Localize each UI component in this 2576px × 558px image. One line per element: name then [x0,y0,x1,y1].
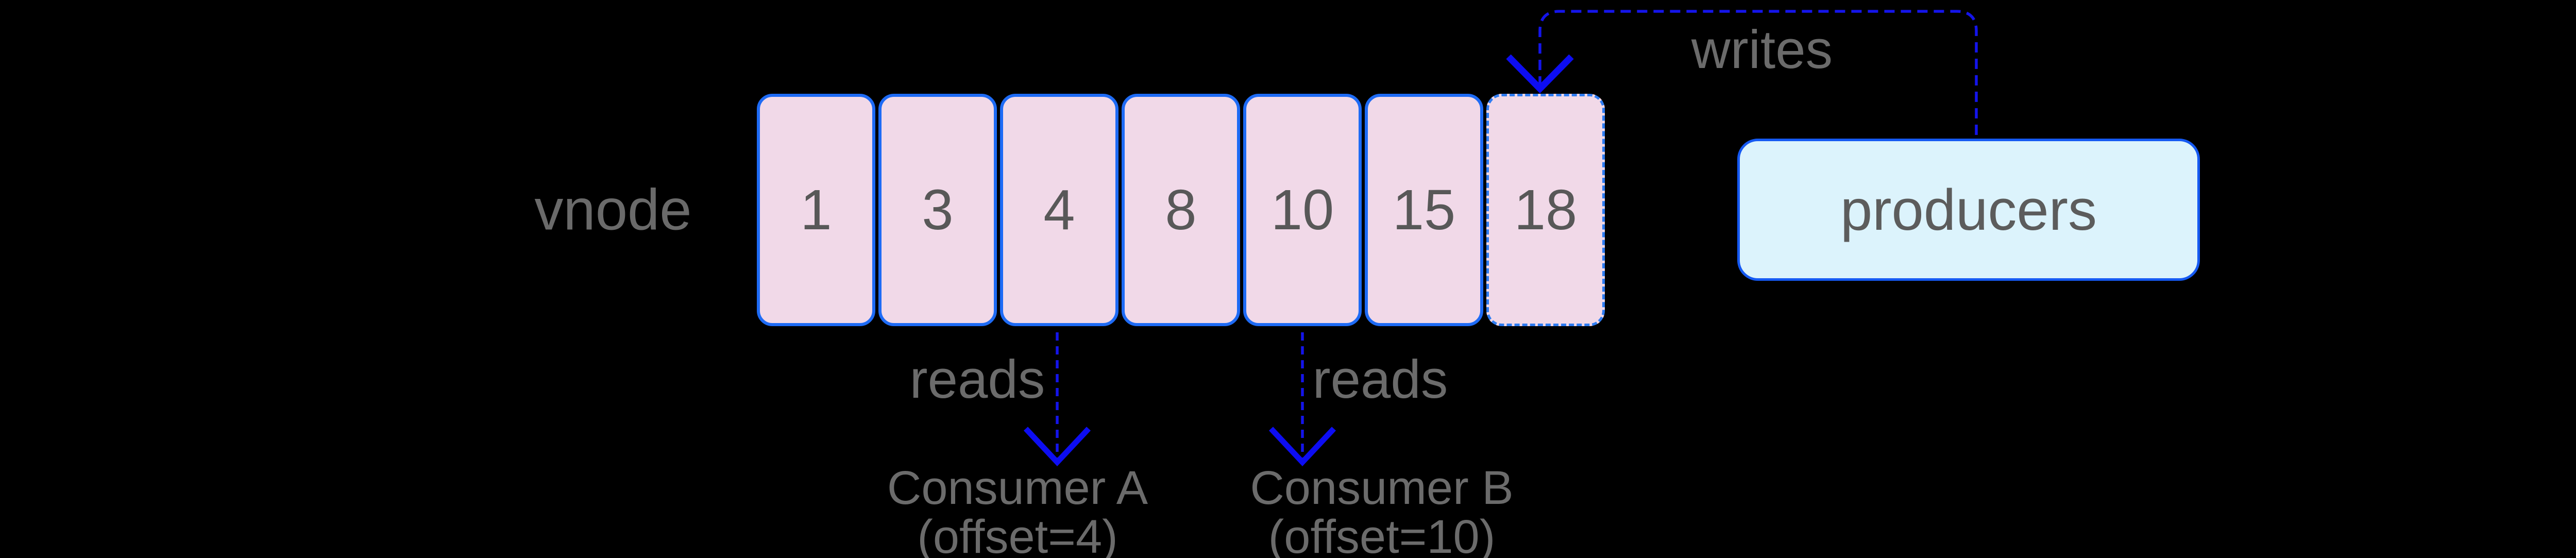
log-cell-value: 8 [1165,178,1197,242]
log-cell: 3 [878,94,997,326]
log-cell: 18 [1486,94,1605,326]
consumer-b-label: Consumer B (offset=10) [1250,464,1513,558]
log-cell-value: 1 [800,178,832,242]
producers-box: producers [1737,139,2200,281]
vnode-label: vnode [534,177,692,242]
log-cell-value: 15 [1392,178,1456,242]
log-cell-value: 18 [1514,178,1578,242]
consumer-a-name: Consumer A [887,462,1148,514]
producers-label: producers [1840,177,2097,242]
reads-a-arrowhead-icon [1023,427,1091,467]
log-cell: 4 [1000,94,1118,326]
consumer-b-name: Consumer B [1250,462,1514,514]
writes-label: writes [1691,20,1833,80]
consumer-a-label: Consumer A (offset=4) [887,464,1148,558]
log-cell: 1 [757,94,875,326]
log-cell-value: 4 [1043,178,1075,242]
consumer-b-offset: (offset=10) [1268,511,1496,558]
vnode-cells-row: 1 3 4 8 10 15 18 [757,94,1605,326]
log-cell-value: 3 [922,178,954,242]
log-cell-value: 10 [1270,178,1334,242]
log-cell: 8 [1122,94,1240,326]
reads-b-label: reads [1312,349,1448,410]
log-cell: 10 [1243,94,1362,326]
consumer-a-offset: (offset=4) [917,511,1118,558]
writes-arrowhead-icon [1506,54,1574,94]
log-cell: 15 [1365,94,1483,326]
reads-a-label: reads [909,349,1045,410]
reads-b-arrowhead-icon [1268,427,1336,467]
